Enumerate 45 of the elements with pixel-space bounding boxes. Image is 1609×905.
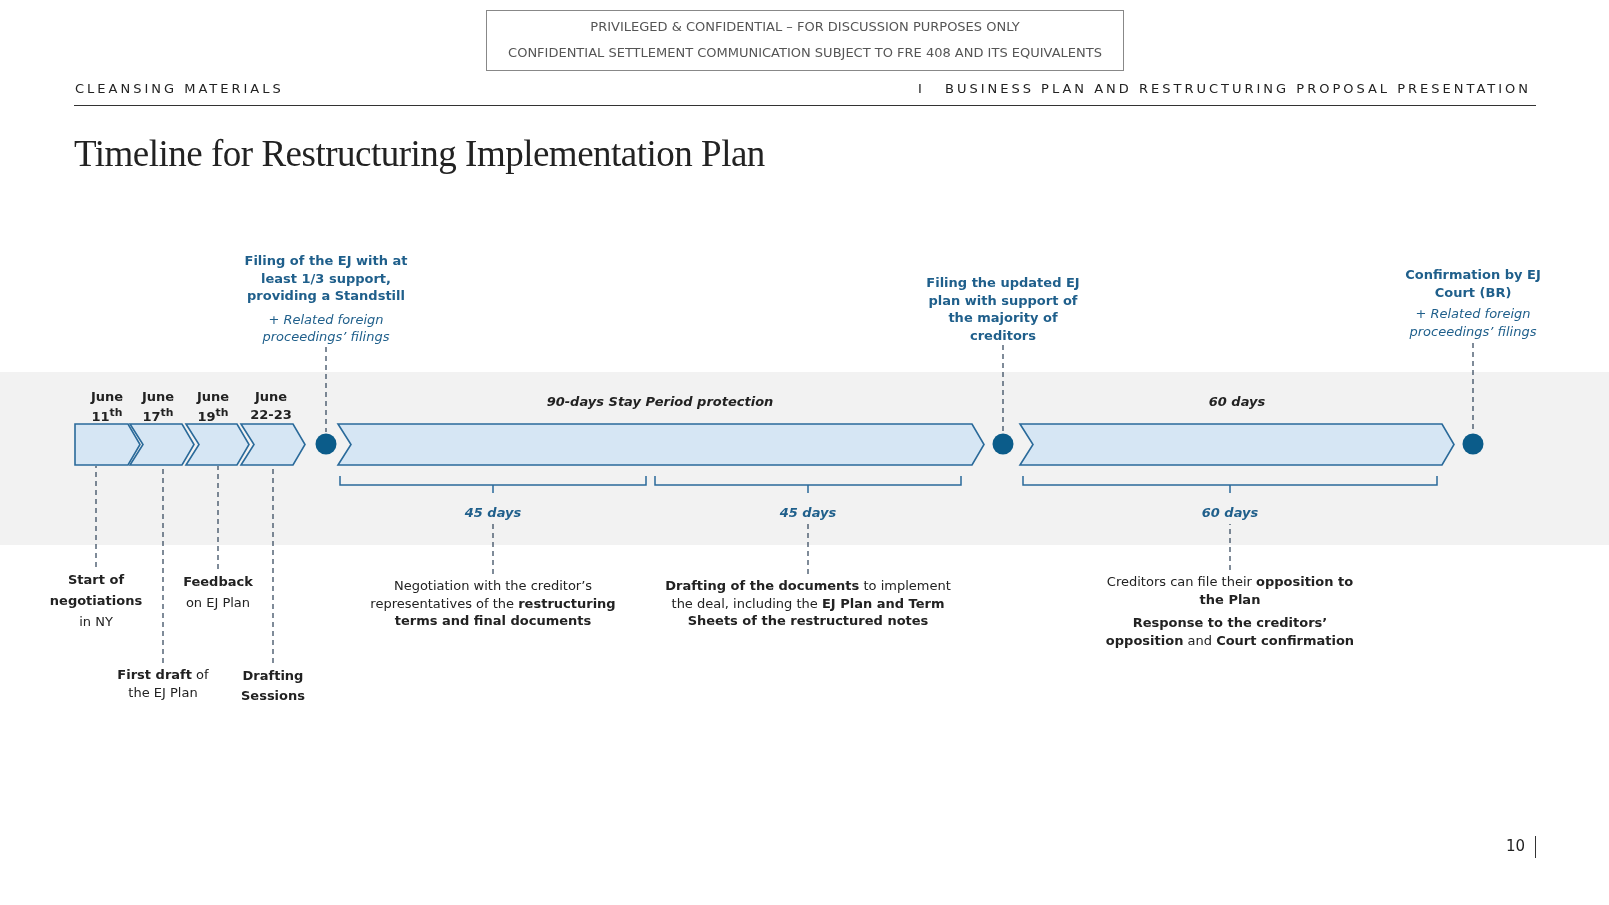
page-number: 10 [1506, 837, 1526, 855]
notice-text: PRIVILEGED & CONFIDENTIAL – FOR DISCUSSION PURPOSES ONLY [589, 19, 1021, 34]
date-label: June 11$^{th}$ [89, 388, 125, 426]
chevron-segment [74, 423, 141, 466]
leader-line [1229, 523, 1231, 571]
phase-description: Response to the creditors’ opposition and Court confirmation [1104, 614, 1356, 650]
leader-line [217, 465, 219, 570]
chevron-segment [337, 423, 985, 466]
phase-description: Negotiation with the creditor’s representatives of the restructuring terms and final documents [369, 577, 617, 630]
leader-line [95, 465, 97, 568]
chevron-segment [1019, 423, 1455, 466]
event-label: Drafting Sessions [239, 667, 306, 705]
notice-text: CONFIDENTIAL SETTLEMENT COMMUNICATION SUBJECT TO FRE 408 AND ITS EQUIVALENTS [507, 45, 1103, 60]
section-label: CLEANSING MATERIALS [75, 81, 284, 96]
milestone-heading: Filing the updated EJ plan with support of the majority of creditors [925, 274, 1081, 345]
duration-label: 45 days [778, 504, 838, 522]
date-label: June 19$^{th}$ [195, 388, 231, 426]
duration-label: 60 days [1200, 504, 1260, 522]
event-label: Feedback on EJ Plan [182, 573, 254, 612]
chevron-segment [129, 423, 195, 466]
date-label: June 17$^{th}$ [140, 388, 176, 426]
event-label: First draft of the EJ Plan [116, 666, 210, 702]
milestone-heading: Filing of the EJ with at least 1/3 support, providing a Standstill [243, 252, 409, 305]
leader-line [492, 523, 494, 575]
presentation-title: BUSINESS PLAN AND RESTRUCTURING PROPOSAL PRESENTATION [945, 81, 1532, 96]
leader-line [807, 523, 809, 575]
period-label: 60 days [1207, 393, 1267, 411]
milestone-dot [315, 433, 337, 455]
separator-mark: I [918, 81, 922, 96]
milestone-note: + Related foreign proceedings’ filings [261, 310, 391, 346]
milestone-note: + Related foreign proceedings’ filings [1408, 305, 1538, 341]
chevron-segment [240, 423, 306, 466]
phase-description: Drafting of the documents to implement the deal, including the EJ Plan and Term Sheets of the restructured notes [664, 577, 952, 630]
leader-line [325, 346, 327, 433]
date-label: June 22-23 [249, 388, 293, 424]
duration-label: 45 days [463, 504, 523, 522]
period-label: 90-days Stay Period protection [545, 393, 775, 411]
milestone-heading: Confirmation by EJ Court (BR) [1404, 266, 1542, 302]
leader-line [1002, 344, 1004, 433]
page-title: Timeline for Restructuring Implementation Plan [74, 132, 765, 175]
phase-description: Creditors can file their opposition to the Plan [1105, 573, 1355, 609]
chevron-segment [185, 423, 250, 466]
milestone-dot [1462, 433, 1484, 455]
milestone-dot [992, 433, 1014, 455]
event-label: Start of negotiations in NY [48, 571, 144, 631]
